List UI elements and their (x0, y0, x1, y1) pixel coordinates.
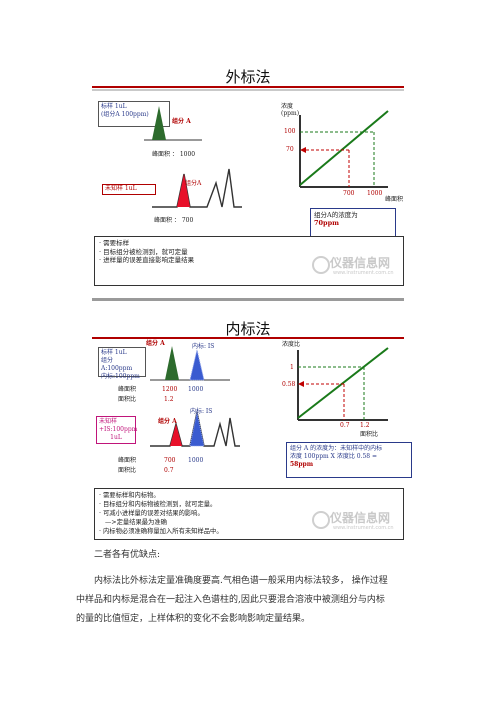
section2-result-line1: 组分 A 的浓度为：未知样中的内标 (290, 445, 383, 452)
is-std-label-3: 内标:100ppm (101, 373, 140, 380)
is-unk-peak-a-label: 组分 A (158, 418, 177, 425)
section2-note-3: · 可减小进样量的误差对结果的影响。 (99, 510, 204, 517)
is-unk-area-name: 峰面积 (118, 457, 137, 464)
is-std-peak-a (165, 346, 179, 380)
graph2-arrowhead (298, 381, 304, 387)
std-peak-a (152, 106, 166, 140)
section2-note-4: —>定量结果最为准确 (99, 519, 167, 526)
graph1-x-high: 1000 (367, 190, 383, 197)
section2-note-2: · 目标组分和内标物被检测到，就可定量。 (99, 501, 217, 508)
body-heading: 二者各有优缺点: (94, 550, 161, 560)
section1-result-line1: 组分A的浓度为 (314, 211, 358, 219)
graph1-arrowhead (300, 147, 306, 153)
is-std-peak-is-label: 内标: IS (192, 343, 215, 350)
is-std-ratio-name: 面积比 (118, 396, 137, 403)
section2-note-1: · 需要标样和内标物。 (99, 492, 160, 499)
watermark-url-2: www.instrument.com.cn (333, 525, 394, 531)
graph2-y-high: 1 (290, 364, 294, 371)
watermark-name-1: 仪器信息网 (330, 256, 391, 270)
graph2-y-low: 0.58 (282, 381, 296, 388)
graph2-xlabel: 面积比 (360, 431, 379, 438)
section2-result-box: 组分 A 的浓度为：未知样中的内标 浓度 100ppm X 浓度比 0.58 =… (286, 442, 412, 478)
section1-note-1: · 需要标样 (99, 239, 130, 247)
section2-notes: · 需要标样和内标物。 · 目标组分和内标物被检测到，就可定量。 · 可减小进样… (94, 488, 404, 540)
graph1-y-high: 100 (284, 128, 296, 135)
section1-calibration-graph (299, 110, 389, 188)
body-line3: 的量的比值恒定，上样体积的变化不会影响影响定量结果。 (76, 614, 311, 624)
section1-notes: · 需要标样 · 目标组分被检测到，就可定量 · 进样量的误差直接影响定量结果 (94, 236, 404, 286)
section2-note-5: · 内标物必须准确称量加入所有未知样品中。 (99, 528, 223, 535)
unk-peak-label: 组分A (185, 180, 202, 187)
graph2-ylabel: 浓度比 (282, 341, 301, 348)
is-std-ratio: 1.2 (164, 396, 174, 403)
is-unk-label-3: 1uL (110, 434, 122, 441)
section2-chromatograms (150, 346, 240, 447)
is-std-area-is: 1000 (188, 386, 204, 393)
graph2-x-low: 0.7 (340, 422, 350, 429)
std-area-text: 峰面积 ： 1000 (152, 151, 196, 158)
is-std-peak-a-label: 组分 A (146, 340, 165, 347)
is-unk-sample-label: 未知样 +IS:100ppm 1uL (96, 416, 138, 444)
section2-result-line2: 浓度 100ppm X 浓度比 0.58 = (290, 453, 378, 460)
is-std-label-2: 组分A:100ppm (101, 357, 133, 372)
graph1-ylabel-line2: (ppm) (281, 110, 300, 117)
is-unk-area-a: 700 (164, 457, 176, 464)
is-unk-ratio: 0.7 (164, 467, 174, 474)
graph1-ylabel-line1: 浓度 (281, 103, 294, 110)
section1-note-2: · 目标组分被检测到，就可定量 (99, 247, 188, 256)
is-std-sample-label: 标样 1uL 组分A:100ppm 内标:100ppm (98, 347, 146, 380)
body-line1: 内标法比外标法定量准确度要高.气相色谱一般采用内标法较多， 操作过程 (94, 576, 388, 586)
is-std-peak-is (189, 349, 205, 381)
unk-peak-a (177, 174, 190, 207)
section1-title: 外标法 (225, 68, 271, 86)
is-std-label-1: 标样 1uL (101, 349, 127, 356)
unk-sample-label: 未知样 1uL (102, 184, 156, 195)
watermark-logo-icon-2 (312, 511, 330, 529)
is-unk-peak-is (189, 411, 205, 447)
is-unk-area-is: 1000 (188, 457, 204, 464)
section2-title-underline (92, 337, 404, 339)
graph2-x-high: 1.2 (360, 422, 370, 429)
is-std-area-a: 1200 (162, 386, 178, 393)
section1-title-underline (92, 86, 404, 88)
section1-chromatograms (144, 106, 242, 208)
unk-trace (152, 168, 242, 208)
section1-result-box: 组分A的浓度为 70ppm (310, 208, 396, 238)
section2-result-line3: 58ppm (290, 461, 314, 468)
is-unk-peak-a (170, 424, 182, 446)
section2-calibration-graph (297, 347, 389, 421)
graph2-calibration-line (297, 347, 389, 419)
watermark-logo-icon-1 (312, 256, 330, 274)
graph1-calibration-line (299, 110, 389, 186)
std-peak-label: 组分 A (172, 118, 191, 125)
section1-bottom-bar (92, 298, 404, 301)
watermark-url-1: www.instrument.com.cn (333, 270, 394, 276)
unk-area-text: 峰面积 ： 700 (154, 217, 194, 224)
is-std-area-name: 峰面积 (118, 386, 137, 393)
section2-title: 内标法 (225, 320, 271, 338)
section1-top-bar (92, 89, 404, 91)
is-unk-peak-is-label: 内标: IS (190, 408, 213, 415)
graph1-xlabel: 峰面积 (385, 196, 404, 203)
is-unk-label-1: 未知样 (99, 418, 118, 425)
is-unk-label-2: +IS:100ppm (99, 426, 138, 433)
graph1-x-low: 700 (343, 190, 355, 197)
section1-note-3: · 进样量的误差直接影响定量结果 (99, 256, 195, 264)
body-line2: 中样品和内标是混合在一起注入色谱柱的,因此只要混合溶液中被测组分与内标 (76, 595, 385, 605)
std-sample-label-line1: 标样 1uL (101, 103, 127, 110)
std-sample-label-line2: (组分A 100ppm) (101, 111, 149, 118)
is-unk-ratio-name: 面积比 (118, 467, 137, 474)
watermark-name-2: 仪器信息网 (330, 511, 391, 525)
graph1-y-low: 70 (286, 146, 294, 153)
section1-result-line2: 70ppm (314, 219, 340, 227)
